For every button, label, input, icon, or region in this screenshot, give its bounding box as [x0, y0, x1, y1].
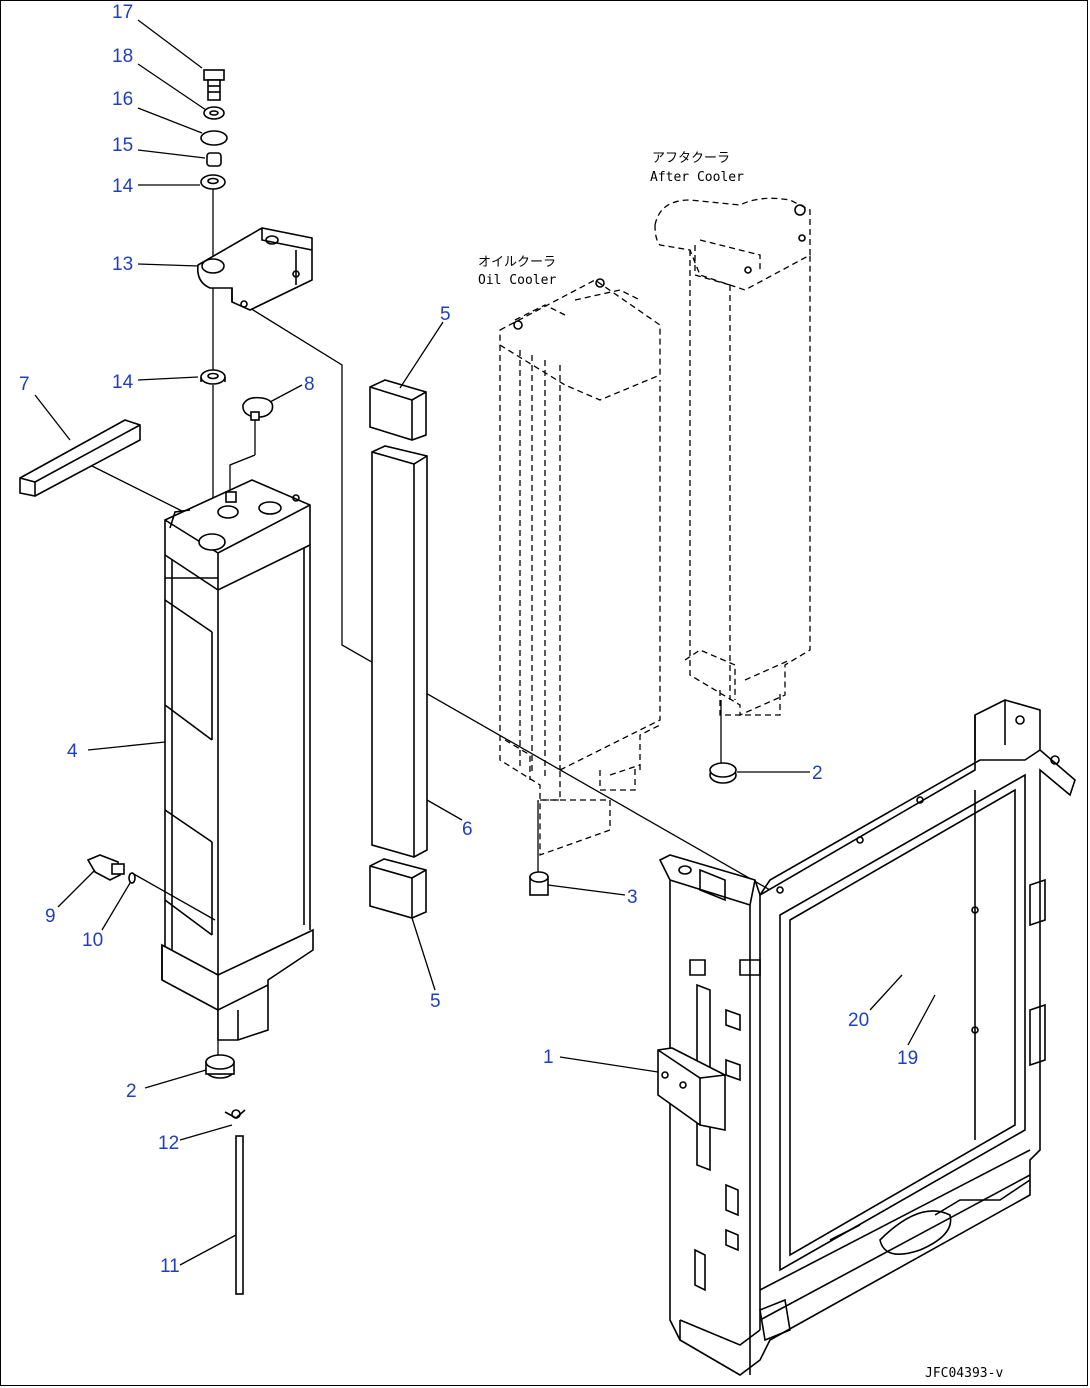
callout-labels: 17 18 16 15 14 13 14 7 8 4 9 10 2 12 11 … [19, 2, 918, 1277]
callout-6: 6 [462, 819, 473, 840]
callout-2-left: 2 [126, 1081, 137, 1102]
seal-6 [371, 445, 428, 858]
cushion-14-upper [200, 174, 226, 190]
drain-valve-9 [86, 854, 125, 881]
cap-8 [242, 396, 274, 421]
plug-2-right [709, 762, 737, 784]
washer-16 [200, 130, 228, 146]
frame-1 [658, 699, 1076, 1376]
part-notes: オイルクーラ Oil Cooler アフタクーラ After Cooler JF… [478, 151, 1003, 1381]
hose-11 [235, 1135, 244, 1295]
bolt-17 [203, 69, 225, 101]
bracket-13 [196, 227, 313, 311]
washer-18 [203, 106, 225, 120]
oil-cooler [499, 278, 661, 856]
bar-7 [19, 419, 141, 497]
seal-5-upper [369, 379, 427, 441]
callout-5-lower: 5 [430, 991, 441, 1012]
collar-15 [206, 152, 222, 167]
plug-3 [529, 871, 549, 896]
leader-lines [34, 19, 936, 1266]
callout-11: 11 [160, 1256, 180, 1277]
callout-15: 15 [112, 135, 133, 156]
callout-8: 8 [304, 374, 315, 395]
callout-20: 20 [848, 1010, 869, 1031]
oil-cooler-label-en: Oil Cooler [478, 273, 556, 288]
callout-14-upper: 14 [112, 176, 134, 197]
drawing-number: JFC04393-v [925, 1366, 1003, 1381]
callout-7: 7 [19, 374, 30, 395]
after-cooler-label-en: After Cooler [650, 170, 744, 185]
callout-4: 4 [67, 741, 78, 762]
seal-5-lower [369, 858, 427, 919]
after-cooler [654, 197, 811, 717]
callout-2-right: 2 [812, 763, 823, 784]
callout-5-upper: 5 [440, 304, 451, 325]
callout-9: 9 [45, 906, 56, 927]
o-ring-10 [128, 872, 136, 884]
callout-3: 3 [627, 887, 638, 908]
cushion-14-lower [200, 369, 226, 385]
after-cooler-label-jp: アフタクーラ [652, 151, 730, 166]
callout-10: 10 [82, 930, 103, 951]
callout-13: 13 [112, 254, 133, 275]
callout-12: 12 [158, 1133, 179, 1154]
oil-cooler-label-jp: オイルクーラ [478, 255, 556, 270]
bracket-1 [657, 1047, 726, 1131]
plug-2-left [205, 1054, 235, 1079]
callout-16: 16 [112, 89, 133, 110]
callout-14-lower: 14 [112, 372, 134, 393]
radiator-4 [161, 479, 314, 1041]
callout-17: 17 [112, 2, 133, 23]
callout-19: 19 [897, 1048, 918, 1069]
clip-12 [224, 1109, 246, 1119]
callout-18: 18 [112, 46, 133, 67]
callout-1: 1 [543, 1047, 554, 1068]
